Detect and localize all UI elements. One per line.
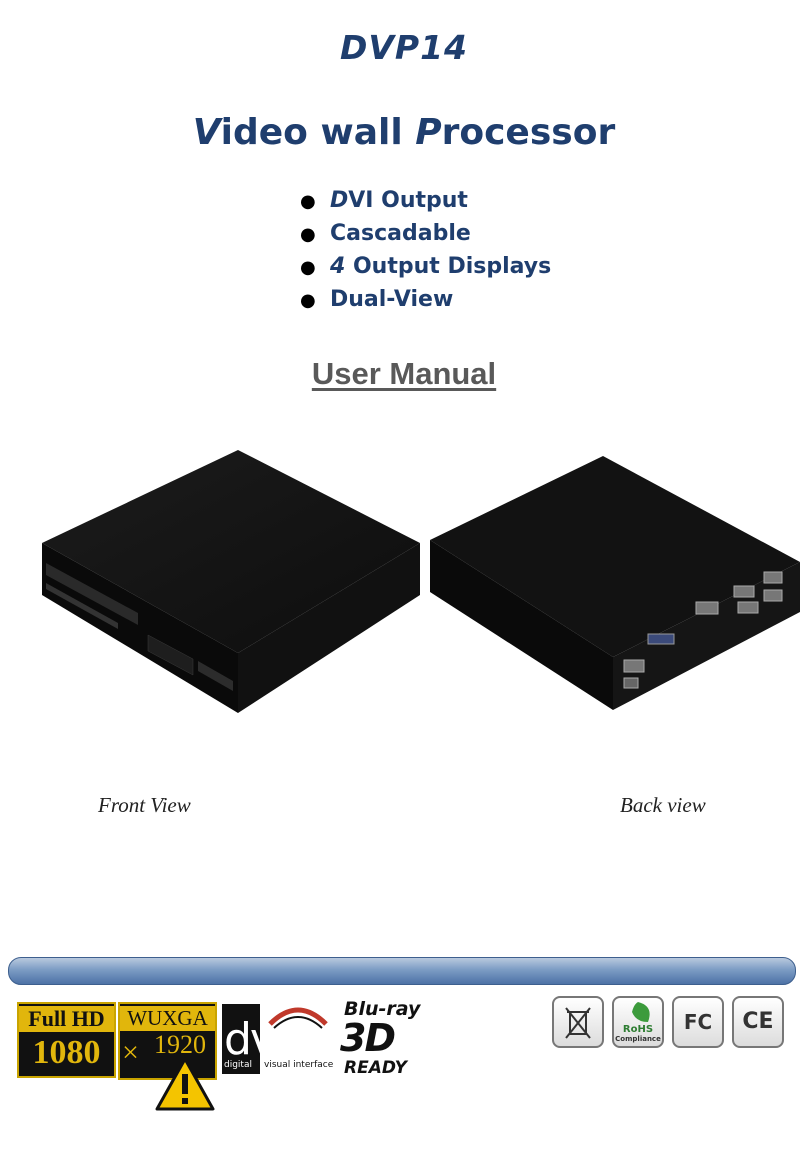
back-view-device-image [430,456,800,710]
bullet-icon: ● [300,290,316,311]
ce-mark: CE [732,996,784,1048]
eye-icon [268,1007,328,1029]
title-initial-p: P [415,112,442,153]
model-name: DVP14 [339,28,469,67]
bullet-icon: ● [300,191,316,212]
wuxga-logo: WUXGA × 1920 [118,1002,217,1080]
bluray-3d-ready-logo: Blu-ray 3D READY [340,998,421,1078]
feature-list: ●DVI Output ●Cascadable ●4 Output Displa… [300,184,551,316]
weee-bin-icon [552,996,604,1048]
feature-item: ●Dual-View [300,283,551,316]
divider-bar [8,957,796,985]
rohs-leaf-icon: RoHS Compliance [612,996,664,1048]
fcc-mark: FC [672,996,724,1048]
front-view-caption: Front View [98,793,191,817]
bullet-icon: ● [300,224,316,245]
feature-item: ●4 Output Displays [300,250,551,283]
full-hd-1080-logo: Full HD 1080 [17,1002,116,1078]
back-view-caption: Back view [620,793,706,817]
title-part-1: ideo wall [220,112,416,153]
user-manual-heading: User Manual [311,356,497,391]
dvi-logo: dvi digital visual interface [222,1000,334,1076]
feature-item: ●Cascadable [300,217,551,250]
title-part-2: rocessor [441,112,616,153]
front-view-device-image [42,450,420,713]
title-initial-v: V [192,112,221,153]
feature-item: ●DVI Output [300,184,551,217]
bullet-icon: ● [300,257,316,278]
product-title: Video wall Processor [0,112,808,153]
warning-icon [155,1057,215,1111]
